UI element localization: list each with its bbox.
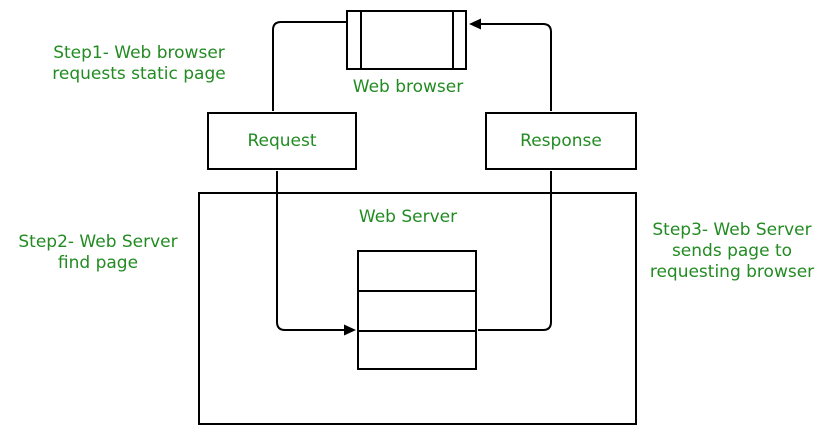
response-label: Response [520,130,602,151]
response-box: Response [485,112,637,170]
server-stack-row [359,252,475,292]
step3-annotation: Step3- Web Server sends page to requesti… [649,220,815,282]
step2-annotation: Step2- Web Server find page [18,232,178,273]
request-label: Request [247,130,317,151]
server-stack-icon [357,250,477,370]
web-server-label: Web Server [358,207,458,227]
request-box: Request [207,112,357,170]
browser-window-icon [346,10,467,70]
browser-icon-left-strip [360,12,362,68]
server-stack-row [359,292,475,332]
step1-annotation: Step1- Web browser requests static page [52,43,226,84]
browser-icon-right-strip [452,12,454,68]
web-browser-label: Web browser [352,77,464,97]
arrowhead-into-browser-icon [469,18,481,30]
web-server-box [198,192,637,425]
